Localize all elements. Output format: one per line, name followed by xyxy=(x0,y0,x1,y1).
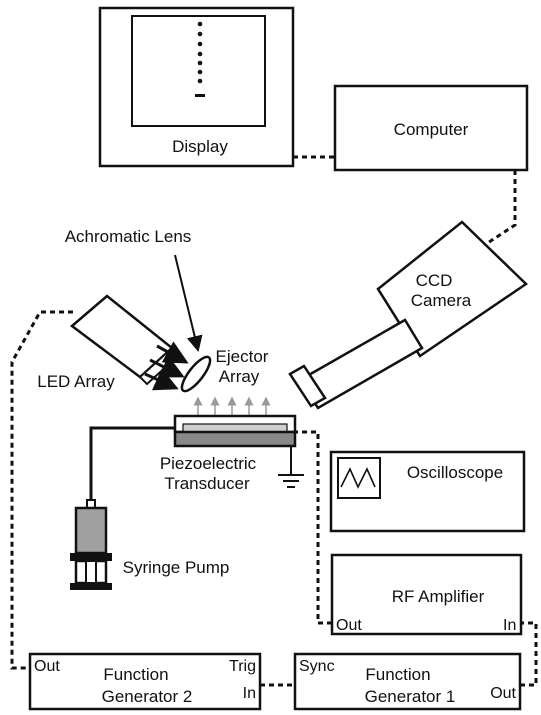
lens-shape xyxy=(180,355,212,393)
fg1-label-line2: Generator 1 xyxy=(365,687,456,706)
waveform-icon xyxy=(340,467,376,489)
oscilloscope-screen xyxy=(337,457,381,499)
rf-port-in: In xyxy=(503,617,516,634)
fg1-port-sync: Sync xyxy=(299,658,335,675)
ejector-label-line1: Ejector xyxy=(216,347,269,366)
syringe-flange xyxy=(70,553,112,561)
transducer-label-line1: Piezoelectric xyxy=(160,454,257,473)
led-light-rays xyxy=(144,341,189,391)
led-label: LED Array xyxy=(37,372,115,391)
function-generator-2: Out Function Generator 2 Trig In xyxy=(28,652,262,711)
rf-port-out: Out xyxy=(336,617,362,634)
computer-label: Computer xyxy=(394,120,469,139)
oscilloscope: Oscilloscope xyxy=(329,450,526,533)
camera-label-line1: CCD xyxy=(416,271,453,290)
led-array: LED Array xyxy=(37,294,189,391)
fg2-port-in: In xyxy=(243,685,256,702)
fg1-port-out: Out xyxy=(490,685,516,702)
rf-transducer-connection xyxy=(296,430,332,625)
fluid-tube xyxy=(89,426,175,500)
ejector-array: Ejector Array xyxy=(173,347,297,434)
fg2-label-line2: Generator 2 xyxy=(102,687,193,706)
lens-label: Achromatic Lens xyxy=(65,227,192,246)
syringe-plunger-head xyxy=(70,583,112,590)
transducer-body xyxy=(173,430,297,448)
syringe-label: Syringe Pump xyxy=(123,558,230,577)
achromatic-lens: Achromatic Lens xyxy=(65,227,212,393)
lens-pointer-arrow xyxy=(174,254,203,352)
oscilloscope-label: Oscilloscope xyxy=(407,463,503,482)
ground-icon xyxy=(278,474,304,488)
led-fg2-connection xyxy=(10,310,73,670)
fg1-rf-connection xyxy=(520,621,538,687)
droplet-stream-image xyxy=(195,21,205,97)
fg2-port-out: Out xyxy=(34,658,60,675)
syringe-pump: Syringe Pump xyxy=(70,499,230,590)
computer-box: Computer xyxy=(333,84,529,172)
computer-camera-connection xyxy=(479,170,517,250)
function-generator-1: Sync Function Generator 1 Out xyxy=(293,652,522,711)
rf-amplifier: RF Amplifier Out In xyxy=(330,553,523,636)
display-monitor: Display xyxy=(98,6,295,168)
fg1-label-line1: Function xyxy=(365,665,430,684)
camera-lens-cap xyxy=(288,364,327,408)
syringe-barrel xyxy=(74,506,108,555)
fg2-port-trig: Trig xyxy=(229,658,256,675)
transducer-label-line2: Transducer xyxy=(164,474,250,493)
rf-amplifier-label: RF Amplifier xyxy=(392,587,485,606)
display-label: Display xyxy=(172,137,228,156)
fg2-label-line1: Function xyxy=(103,665,168,684)
camera-label-line2: Camera xyxy=(411,291,472,310)
signal-connections xyxy=(10,155,538,687)
ejector-label-line2: Array xyxy=(219,367,260,386)
piezoelectric-transducer: Piezoelectric Transducer xyxy=(160,430,304,493)
droplet-arrows xyxy=(193,396,271,418)
ccd-camera: CCD Camera xyxy=(288,220,528,410)
syringe-plunger-rod xyxy=(85,560,97,584)
